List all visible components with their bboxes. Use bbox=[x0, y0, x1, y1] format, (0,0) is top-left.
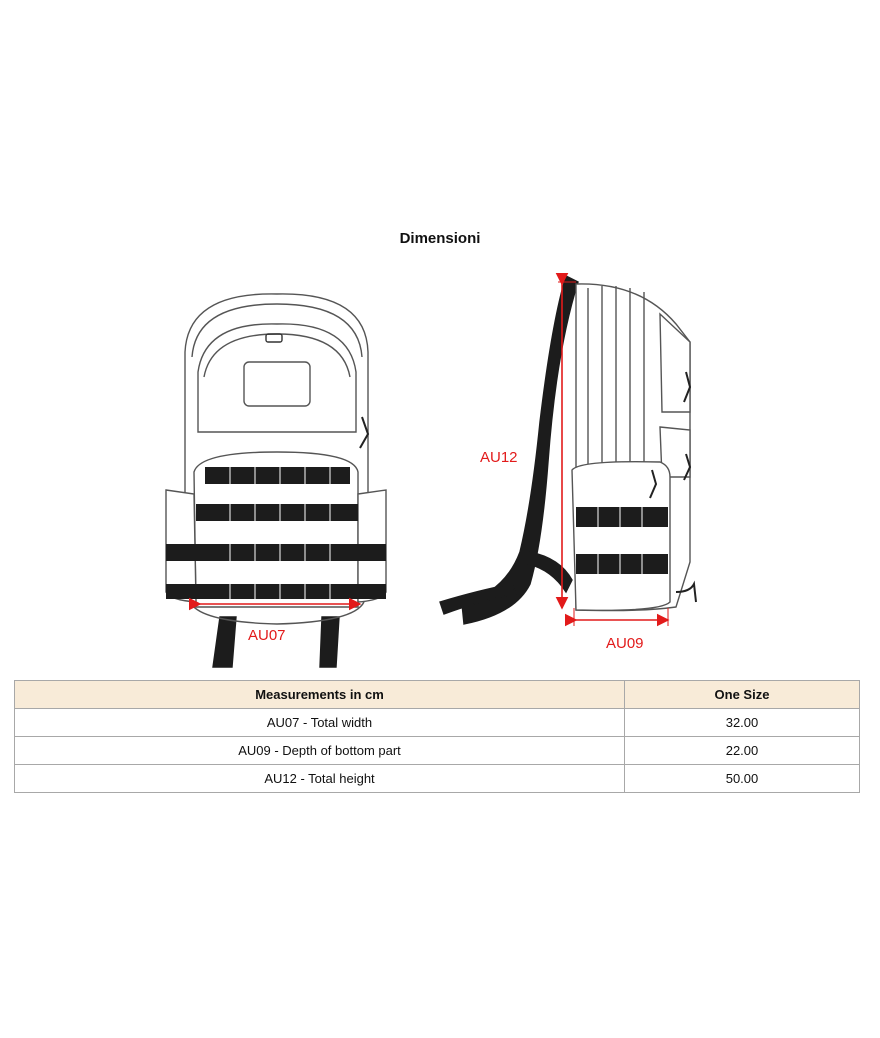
measurement-value: 22.00 bbox=[624, 736, 860, 765]
measurement-value: 50.00 bbox=[624, 764, 860, 793]
backpack-front-view bbox=[165, 293, 387, 668]
measurements-table: Measurements in cm One Size AU07 - Total… bbox=[14, 680, 860, 793]
header-measurements: Measurements in cm bbox=[14, 680, 625, 709]
table-row: AU09 - Depth of bottom part 22.00 bbox=[14, 736, 860, 765]
side-molle-webbing bbox=[576, 507, 668, 574]
measurement-value: 32.00 bbox=[624, 708, 860, 737]
table-row: AU07 - Total width 32.00 bbox=[14, 708, 860, 737]
au07-label: AU07 bbox=[248, 627, 286, 644]
backpack-drawing: AU07 AU12 bbox=[165, 272, 697, 668]
measurement-name: AU07 - Total width bbox=[14, 708, 625, 737]
au12-label: AU12 bbox=[480, 449, 518, 466]
au09-label: AU09 bbox=[606, 635, 644, 652]
table-row: AU12 - Total height 50.00 bbox=[14, 764, 860, 793]
page-title: Dimensioni bbox=[399, 230, 481, 247]
measurement-name: AU12 - Total height bbox=[14, 764, 625, 793]
side-webbing-stitch-lines bbox=[597, 507, 643, 574]
webbing-stitch-lines bbox=[229, 467, 331, 599]
table-header-row: Measurements in cm One Size bbox=[14, 680, 860, 709]
header-one-size: One Size bbox=[624, 680, 860, 709]
measurement-name: AU09 - Depth of bottom part bbox=[14, 736, 625, 765]
front-molle-webbing bbox=[166, 467, 386, 599]
